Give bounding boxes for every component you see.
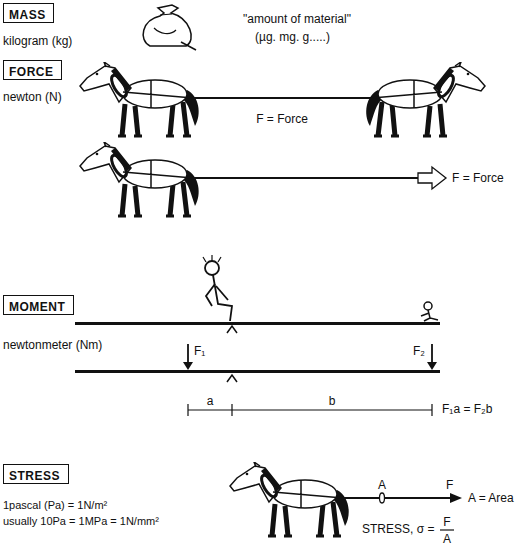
cross-section bbox=[380, 493, 385, 503]
unit-heading-box: STRESS bbox=[3, 464, 69, 484]
fulcrum bbox=[227, 326, 237, 333]
annotation: newton (N) bbox=[3, 90, 62, 104]
annotation: A bbox=[378, 478, 386, 492]
dimension-line bbox=[188, 404, 432, 416]
force-arrow bbox=[188, 344, 432, 366]
unit-heading-box: FORCE bbox=[3, 60, 62, 80]
sitting-person bbox=[203, 255, 232, 321]
annotation: F₁ bbox=[194, 344, 205, 358]
unit-heading: FORCE bbox=[9, 65, 54, 79]
seesaw-beam bbox=[75, 322, 440, 325]
annotation: STRESS, σ = bbox=[362, 522, 434, 536]
annotation: F bbox=[443, 515, 450, 529]
arrow-head bbox=[183, 362, 437, 370]
annotation: F = Force bbox=[452, 171, 504, 185]
unit-heading: STRESS bbox=[9, 469, 60, 483]
lever-beam bbox=[75, 370, 440, 373]
small-person bbox=[421, 302, 438, 321]
annotation: kilogram (kg) bbox=[3, 34, 72, 48]
horse bbox=[366, 62, 485, 136]
horse bbox=[230, 462, 349, 536]
annotation: "amount of material" bbox=[243, 12, 351, 26]
annotation: F₁a = F₂b bbox=[442, 402, 492, 416]
annotation: b bbox=[329, 394, 336, 408]
annotation: newtonmeter (Nm) bbox=[3, 338, 102, 352]
mass-sack bbox=[143, 5, 196, 50]
arrow-head bbox=[450, 493, 462, 503]
fraction-bar bbox=[440, 529, 454, 530]
annotation: A bbox=[443, 532, 451, 546]
annotation: A = Area bbox=[468, 491, 514, 505]
annotation: usually 10Pa = 1MPa = 1N/mm² bbox=[3, 514, 159, 528]
rope bbox=[193, 177, 418, 179]
rope bbox=[193, 97, 372, 99]
annotation: a bbox=[207, 394, 214, 408]
annotation: F bbox=[446, 478, 453, 492]
horse bbox=[80, 142, 199, 216]
annotation: F₂ bbox=[413, 344, 425, 358]
unit-heading-box: MASS bbox=[3, 3, 54, 23]
force-arrow bbox=[418, 167, 446, 189]
fulcrum bbox=[227, 375, 237, 382]
unit-heading-box: MOMENT bbox=[3, 295, 74, 315]
unit-heading: MASS bbox=[9, 8, 46, 22]
annotation: (µg. mg. g.....) bbox=[255, 30, 330, 44]
annotation: F = Force bbox=[256, 112, 308, 126]
horse bbox=[80, 62, 199, 136]
rope bbox=[343, 497, 452, 499]
annotation: 1pascal (Pa) = 1N/m² bbox=[3, 498, 107, 512]
unit-heading: MOMENT bbox=[9, 300, 65, 314]
